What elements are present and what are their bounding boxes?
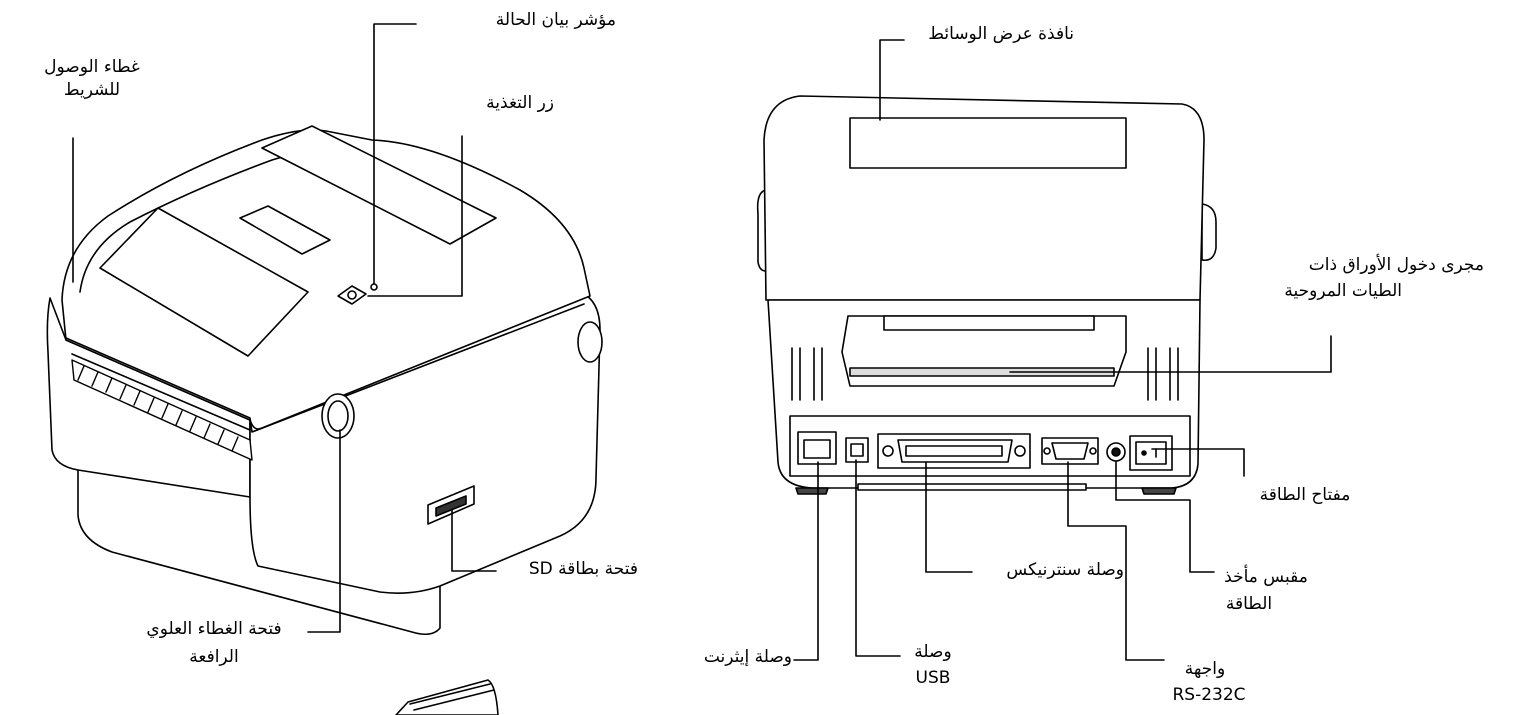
label-sd-slot: فتحة بطاقة SD (528, 559, 638, 579)
usb-port (845, 437, 869, 463)
label-rs232-line2: RS-232C (1172, 685, 1246, 705)
label-fanfold-entry-line2: الطيات المروحية (1284, 281, 1402, 301)
leader-media-window (879, 39, 905, 121)
rs232-port (1041, 437, 1099, 465)
right-side-knob (577, 321, 603, 363)
front-media-window (99, 207, 309, 357)
rear-right-ear (1201, 203, 1217, 262)
label-power-jack-line1: مقبس مأخذ (1224, 567, 1308, 587)
leader-lines (72, 23, 1332, 661)
leader-fanfold-entry (1009, 335, 1332, 373)
label-status-indicator: مؤشر بيان الحالة (495, 10, 616, 30)
leader-top-cover-lever (307, 429, 341, 633)
power-jack (1106, 442, 1126, 462)
centronics-port (877, 433, 1031, 469)
label-power-jack-line2: الطاقة (1225, 594, 1273, 614)
label-usb-line1: وصلة (914, 642, 952, 662)
printer-front-view (46, 125, 603, 715)
rear-media-window (849, 117, 1127, 169)
rear-ribs (791, 347, 1179, 401)
leader-ethernet (793, 461, 819, 661)
label-ethernet: وصلة إيثرنت (703, 647, 792, 667)
front-rim (65, 303, 585, 433)
front-rear-window (261, 125, 497, 245)
power-switch (1129, 435, 1173, 471)
top-cover-release-lever (321, 393, 355, 439)
leader-feed-button (367, 135, 463, 297)
tear-bar (71, 359, 253, 461)
label-fanfold-entry-line1: مجرى دخول الأوراق ذات (1308, 255, 1484, 275)
front-right-side (249, 291, 601, 594)
label-power-switch: مفتاح الطاقة (1259, 485, 1351, 505)
label-centronics: وصلة سنترنيكس (1006, 560, 1124, 580)
front-bottom-partial (395, 679, 499, 715)
label-rs232-line1: واجهة (1184, 659, 1226, 679)
printer-rear-view (756, 95, 1217, 495)
leader-rs232 (1067, 461, 1165, 661)
label-feed-button: زر التغذية (486, 93, 554, 113)
front-top-window (239, 205, 331, 255)
label-ribbon-cover-line1: غطاء الوصول (44, 57, 140, 77)
leader-centronics (925, 461, 973, 573)
leader-usb (855, 459, 901, 657)
label-ribbon-cover-line2: للشريط (63, 80, 121, 100)
sd-card-slot (427, 485, 475, 525)
leader-status-indicator (373, 23, 417, 285)
label-top-cover-lever-line2: الرافعة (189, 647, 239, 667)
leader-sd-slot (451, 509, 497, 572)
label-top-cover-lever-line1: فتحة الغطاء العلوي (146, 619, 282, 639)
ethernet-port (797, 431, 837, 465)
label-usb-line2: USB (915, 668, 951, 688)
front-feed-button (337, 283, 378, 305)
leader-power-jack (1115, 461, 1215, 573)
label-media-window: نافذة عرض الوسائط (928, 24, 1074, 44)
leader-power-switch (1151, 448, 1245, 477)
